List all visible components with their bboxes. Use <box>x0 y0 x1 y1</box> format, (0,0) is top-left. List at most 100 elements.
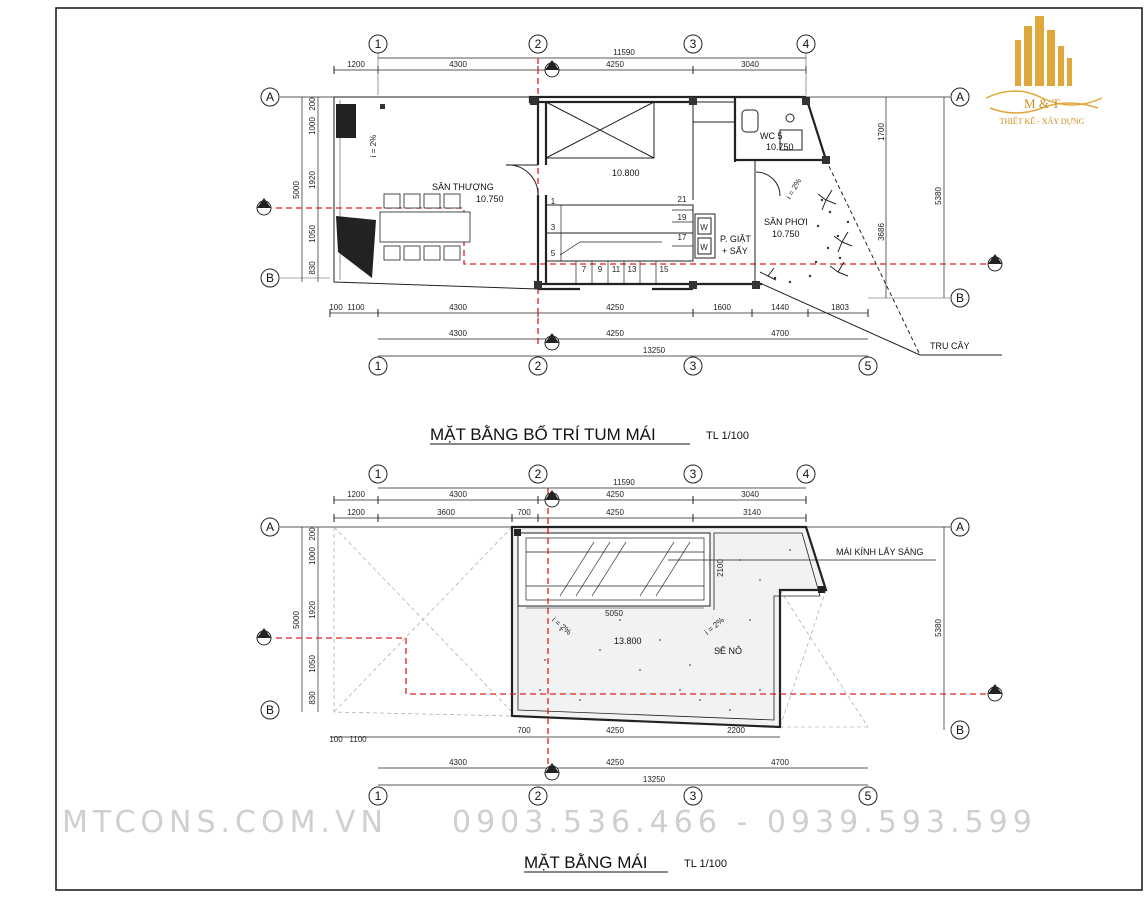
dim-bottom-e: 1600 <box>713 303 731 312</box>
sheet-border <box>55 7 1143 891</box>
dim-left-5: 830 <box>308 261 317 275</box>
level-drying: 10.750 <box>772 229 800 239</box>
grid-3-top: 3 <box>690 37 697 51</box>
dim-bottom-f: 1440 <box>771 303 789 312</box>
step-11: 11 <box>612 265 621 274</box>
dim-left-3: 1920 <box>308 171 317 189</box>
dim-bottom-b: 1100 <box>347 303 365 312</box>
dim-top-4: 3040 <box>741 60 759 69</box>
dim-left-total: 5000 <box>292 181 301 199</box>
dim-total-top: 11590 <box>613 48 635 57</box>
grid-a-right: A <box>956 90 964 104</box>
slope-terrace: i = 2% <box>369 135 378 157</box>
logo-tagline: THIẾT KẾ - XÂY DỰNG <box>1000 116 1085 126</box>
b-dim-bottom2-3: 4700 <box>771 758 789 767</box>
dim-bottom-d: 4250 <box>606 303 624 312</box>
dim-bottom2-1: 4300 <box>449 329 467 338</box>
step-9: 9 <box>598 265 603 274</box>
top-plan: 1 2 3 4 1 2 3 5 A B A B 11590 1200 <box>256 34 1003 445</box>
b-dim-bottom-e: 2200 <box>727 726 745 735</box>
b-dim-top-2: 4300 <box>449 490 467 499</box>
b-dim-top-4: 3040 <box>741 490 759 499</box>
b-dim-bottom2-2: 4250 <box>606 758 624 767</box>
grid-3-bottom: 3 <box>690 359 697 373</box>
company-logo: M & T THIẾT KẾ - XÂY DỰNG <box>985 16 1103 126</box>
step-13: 13 <box>628 265 637 274</box>
b-grid-4-top: 4 <box>803 467 810 481</box>
washer-2: W <box>700 243 708 252</box>
dim-left-1: 200 <box>308 97 317 111</box>
b-dim-right-total: 5380 <box>934 619 943 637</box>
skylight-label: MÁI KÍNH LẤY SÁNG <box>836 547 923 557</box>
dim-bottom2-2: 4250 <box>606 329 624 338</box>
dim-bottom-g: 1803 <box>831 303 849 312</box>
b-dim-bottom-d: 4250 <box>606 726 624 735</box>
b-dim-left-2: 1000 <box>308 547 317 565</box>
b-grid-b-right: B <box>956 723 964 737</box>
watermark-phones: 0903.536.466 - 0939.593.599 <box>452 805 1037 840</box>
b-dim-total-top: 11590 <box>613 478 635 487</box>
roof-level: 13.800 <box>614 636 642 646</box>
b-grid-3-bottom: 3 <box>690 789 697 803</box>
dim-left-4: 1050 <box>308 225 317 243</box>
b-grid-1-bottom: 1 <box>375 789 382 803</box>
b-dim-bottom-c: 700 <box>517 726 531 735</box>
b-dim-left-total: 5000 <box>292 611 301 629</box>
grid-1-top: 1 <box>375 37 382 51</box>
level-wc: 10.750 <box>766 142 794 152</box>
roof-label: SÊ NÔ <box>714 646 742 656</box>
b-dim-left-5: 830 <box>308 691 317 705</box>
dim-top-2: 4300 <box>449 60 467 69</box>
b-dim-top2-4: 4250 <box>606 508 624 517</box>
label-laundry: P. GIẶT <box>720 234 751 244</box>
bottom-plan-scale: TL 1/100 <box>684 858 727 870</box>
dim-right-total: 5380 <box>934 187 943 205</box>
dim-right-1: 1700 <box>877 123 886 141</box>
b-grid-b-left: B <box>266 703 274 717</box>
step-15: 15 <box>660 265 669 274</box>
b-dim-top-1: 1200 <box>347 490 365 499</box>
dim-left-2: 1000 <box>308 117 317 135</box>
dim-bottom-a: 100 <box>329 303 343 312</box>
step-5: 5 <box>551 249 556 258</box>
dim-bottom2-3: 4700 <box>771 329 789 338</box>
grid-1-bottom: 1 <box>375 359 382 373</box>
b-grid-a-right: A <box>956 520 964 534</box>
level-terrace: 10.750 <box>476 194 504 204</box>
b-dim-bottom-b: 1100 <box>349 735 367 744</box>
b-dim-top2-2: 3600 <box>437 508 455 517</box>
grid-2-bottom: 2 <box>535 359 542 373</box>
top-plan-scale: TL 1/100 <box>706 430 749 442</box>
label-drying: SÂN PHƠI <box>764 217 808 227</box>
b-dim-top2-5: 3140 <box>743 508 761 517</box>
dim-top-3: 4250 <box>606 60 624 69</box>
skylight-height: 2100 <box>716 559 725 577</box>
grid-4-top: 4 <box>803 37 810 51</box>
b-grid-a-left: A <box>266 520 274 534</box>
top-plan-title: MẶT BẰNG BỐ TRÍ TUM MÁI <box>430 424 656 444</box>
step-17: 17 <box>678 233 687 242</box>
bottom-plan-title: MẶT BẰNG MÁI <box>524 853 647 872</box>
b-dim-top2-1: 1200 <box>347 508 365 517</box>
label-wc: WC 5 <box>760 131 783 141</box>
b-grid-5-bottom: 5 <box>865 789 872 803</box>
washer-1: W <box>700 223 708 232</box>
label-laundry2: + SẤY <box>722 246 748 256</box>
b-dim-bottom2-1: 4300 <box>449 758 467 767</box>
step-21: 21 <box>678 195 687 204</box>
b-grid-1-top: 1 <box>375 467 382 481</box>
grid-a-left: A <box>266 90 274 104</box>
grid-b-right: B <box>956 291 964 305</box>
b-dim-top2-3: 700 <box>517 508 531 517</box>
skylight-width: 5050 <box>605 609 623 618</box>
b-dim-bottom-a: 100 <box>329 735 343 744</box>
dim-bottom-c: 4300 <box>449 303 467 312</box>
b-dim-top-3: 4250 <box>606 490 624 499</box>
step-1: 1 <box>551 197 556 206</box>
b-grid-3-top: 3 <box>690 467 697 481</box>
grid-2-top: 2 <box>535 37 542 51</box>
level-stair: 10.800 <box>612 168 640 178</box>
b-grid-2-top: 2 <box>535 467 542 481</box>
b-dim-left-1: 200 <box>308 527 317 541</box>
